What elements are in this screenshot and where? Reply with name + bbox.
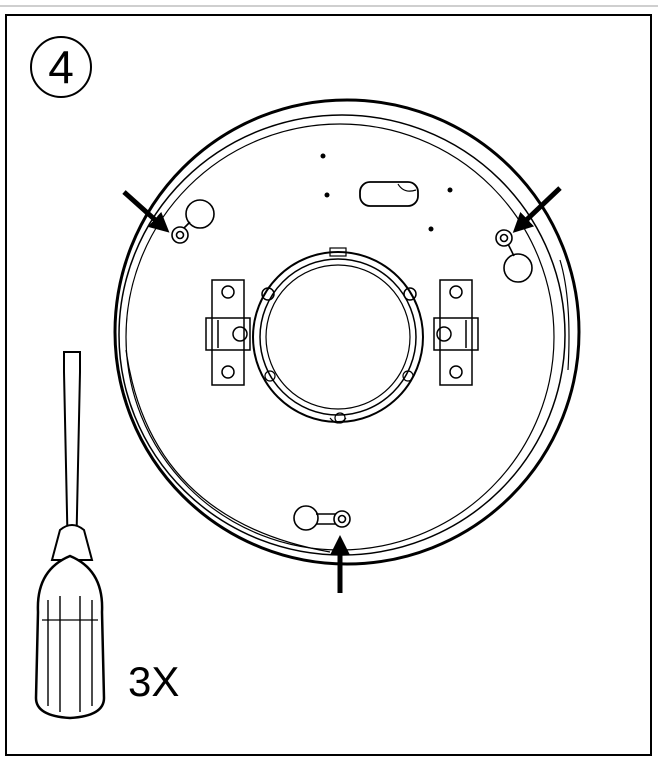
keyhole-slot-bottom [293, 505, 351, 531]
arrow-icon-right [512, 186, 562, 233]
instruction-panel [5, 14, 652, 756]
cable-slot [359, 181, 419, 207]
keyhole-slot-left [171, 199, 215, 244]
screw-count-label: 3X [128, 658, 180, 705]
center-ring [252, 247, 424, 424]
left-bracket [205, 279, 251, 386]
right-bracket [433, 279, 479, 386]
arrow-icon-left [122, 190, 170, 233]
dome-base-plate [113, 98, 581, 566]
keyhole-slot-right [495, 229, 533, 283]
top-divider [0, 5, 658, 7]
step-number-badge: 4 [30, 36, 92, 98]
screwdriver-icon [34, 351, 106, 720]
small-holes [320, 153, 453, 232]
